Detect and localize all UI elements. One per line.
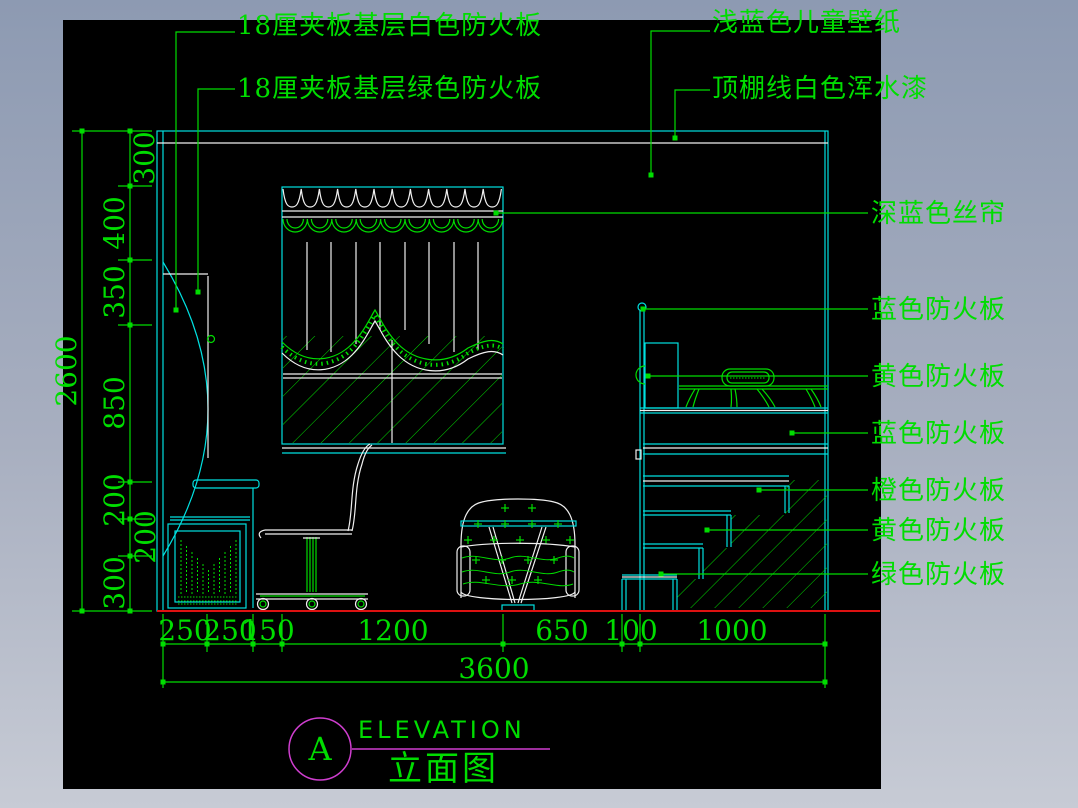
section-marker-circle	[288, 717, 352, 781]
callout-white-fireboard: 18厘夹板基层白色防火板	[173, 11, 542, 313]
callout-ceiling-paint: 顶棚线白色浑水漆	[672, 74, 928, 141]
bed-and-steps	[621, 302, 828, 611]
pillow	[721, 368, 775, 387]
callout-yellow-board-1: 黄色防火板	[645, 362, 1006, 392]
callout-label: 蓝色防火板	[871, 419, 1006, 449]
dim-value: 150	[241, 614, 294, 647]
callout-wallpaper: 浅蓝色儿童壁纸	[648, 8, 901, 178]
section-marker-letter: A	[307, 730, 332, 768]
chair-wheels	[256, 597, 368, 611]
callout-silk-curtain: 深蓝色丝帘	[493, 199, 1006, 229]
callout-label: 18厘夹板基层绿色防火板	[237, 74, 542, 104]
callout-green-board: 绿色防火板	[658, 560, 1006, 590]
dimension-left: 300 400 350 850 200 200 300 2600	[50, 128, 162, 614]
callout-label: 蓝色防火板	[871, 295, 1006, 325]
callout-label: 18厘夹板基层白色防火板	[237, 11, 542, 41]
title-en: ELEVATION	[358, 716, 526, 744]
callout-blue-board-1: 蓝色防火板	[640, 295, 1006, 325]
table-edge	[460, 520, 577, 527]
title-cn: 立面图	[388, 749, 499, 789]
dim-value: 200	[129, 510, 162, 563]
curved-wall-panel	[162, 261, 216, 557]
door-knob	[206, 334, 216, 344]
callout-label: 橙色防火板	[871, 476, 1006, 506]
callout-label: 绿色防火板	[871, 560, 1006, 590]
cabinet-grille	[167, 523, 247, 609]
callout-label: 浅蓝色儿童壁纸	[712, 8, 901, 38]
dim-value: 1000	[696, 614, 767, 647]
dim-value: 650	[535, 614, 588, 647]
curtain-swags	[280, 308, 505, 372]
dim-value: 300	[98, 556, 131, 609]
callout-blue-board-2: 蓝色防火板	[789, 419, 1006, 449]
callout-yellow-board-2: 黄色防火板	[704, 516, 1006, 546]
office-chair	[256, 443, 373, 611]
headboard-handle	[635, 365, 646, 385]
curtain-folds	[306, 242, 479, 352]
dim-value: 400	[98, 196, 131, 249]
dim-value: 1200	[357, 614, 428, 647]
dimension-bottom: 250 250 150 1200 650 100 1000 3600	[158, 614, 828, 688]
callout-label: 顶棚线白色浑水漆	[712, 74, 928, 104]
dim-value: 200	[98, 473, 131, 526]
dim-value: 250	[158, 614, 211, 647]
dim-total: 3600	[458, 652, 529, 685]
callout-label: 黄色防火板	[871, 516, 1006, 546]
title-block: A ELEVATION 立面图	[288, 716, 550, 789]
window-curtain	[280, 186, 506, 454]
chair-backrest	[347, 443, 371, 532]
desk	[170, 479, 260, 608]
dim-total: 2600	[50, 335, 83, 406]
bed-skirt-folds	[685, 388, 822, 408]
steps	[621, 443, 828, 611]
dim-value: 300	[128, 131, 161, 184]
callout-label: 深蓝色丝帘	[871, 199, 1006, 229]
gas-lift	[306, 537, 317, 592]
callout-green-fireboard-top: 18厘夹板基层绿色防火板	[195, 74, 542, 295]
dim-value: 100	[604, 614, 657, 647]
dim-value: 250	[203, 614, 256, 647]
callout-label: 黄色防火板	[871, 362, 1006, 392]
easel-legs	[488, 526, 547, 604]
callout-orange-board: 橙色防火板	[756, 476, 1006, 506]
post-latch	[635, 449, 642, 460]
armchair	[456, 498, 580, 612]
dim-value: 350	[98, 265, 131, 318]
valance-scallops	[282, 218, 504, 233]
pelmet-loops	[282, 188, 502, 208]
dim-value: 850	[98, 376, 131, 429]
